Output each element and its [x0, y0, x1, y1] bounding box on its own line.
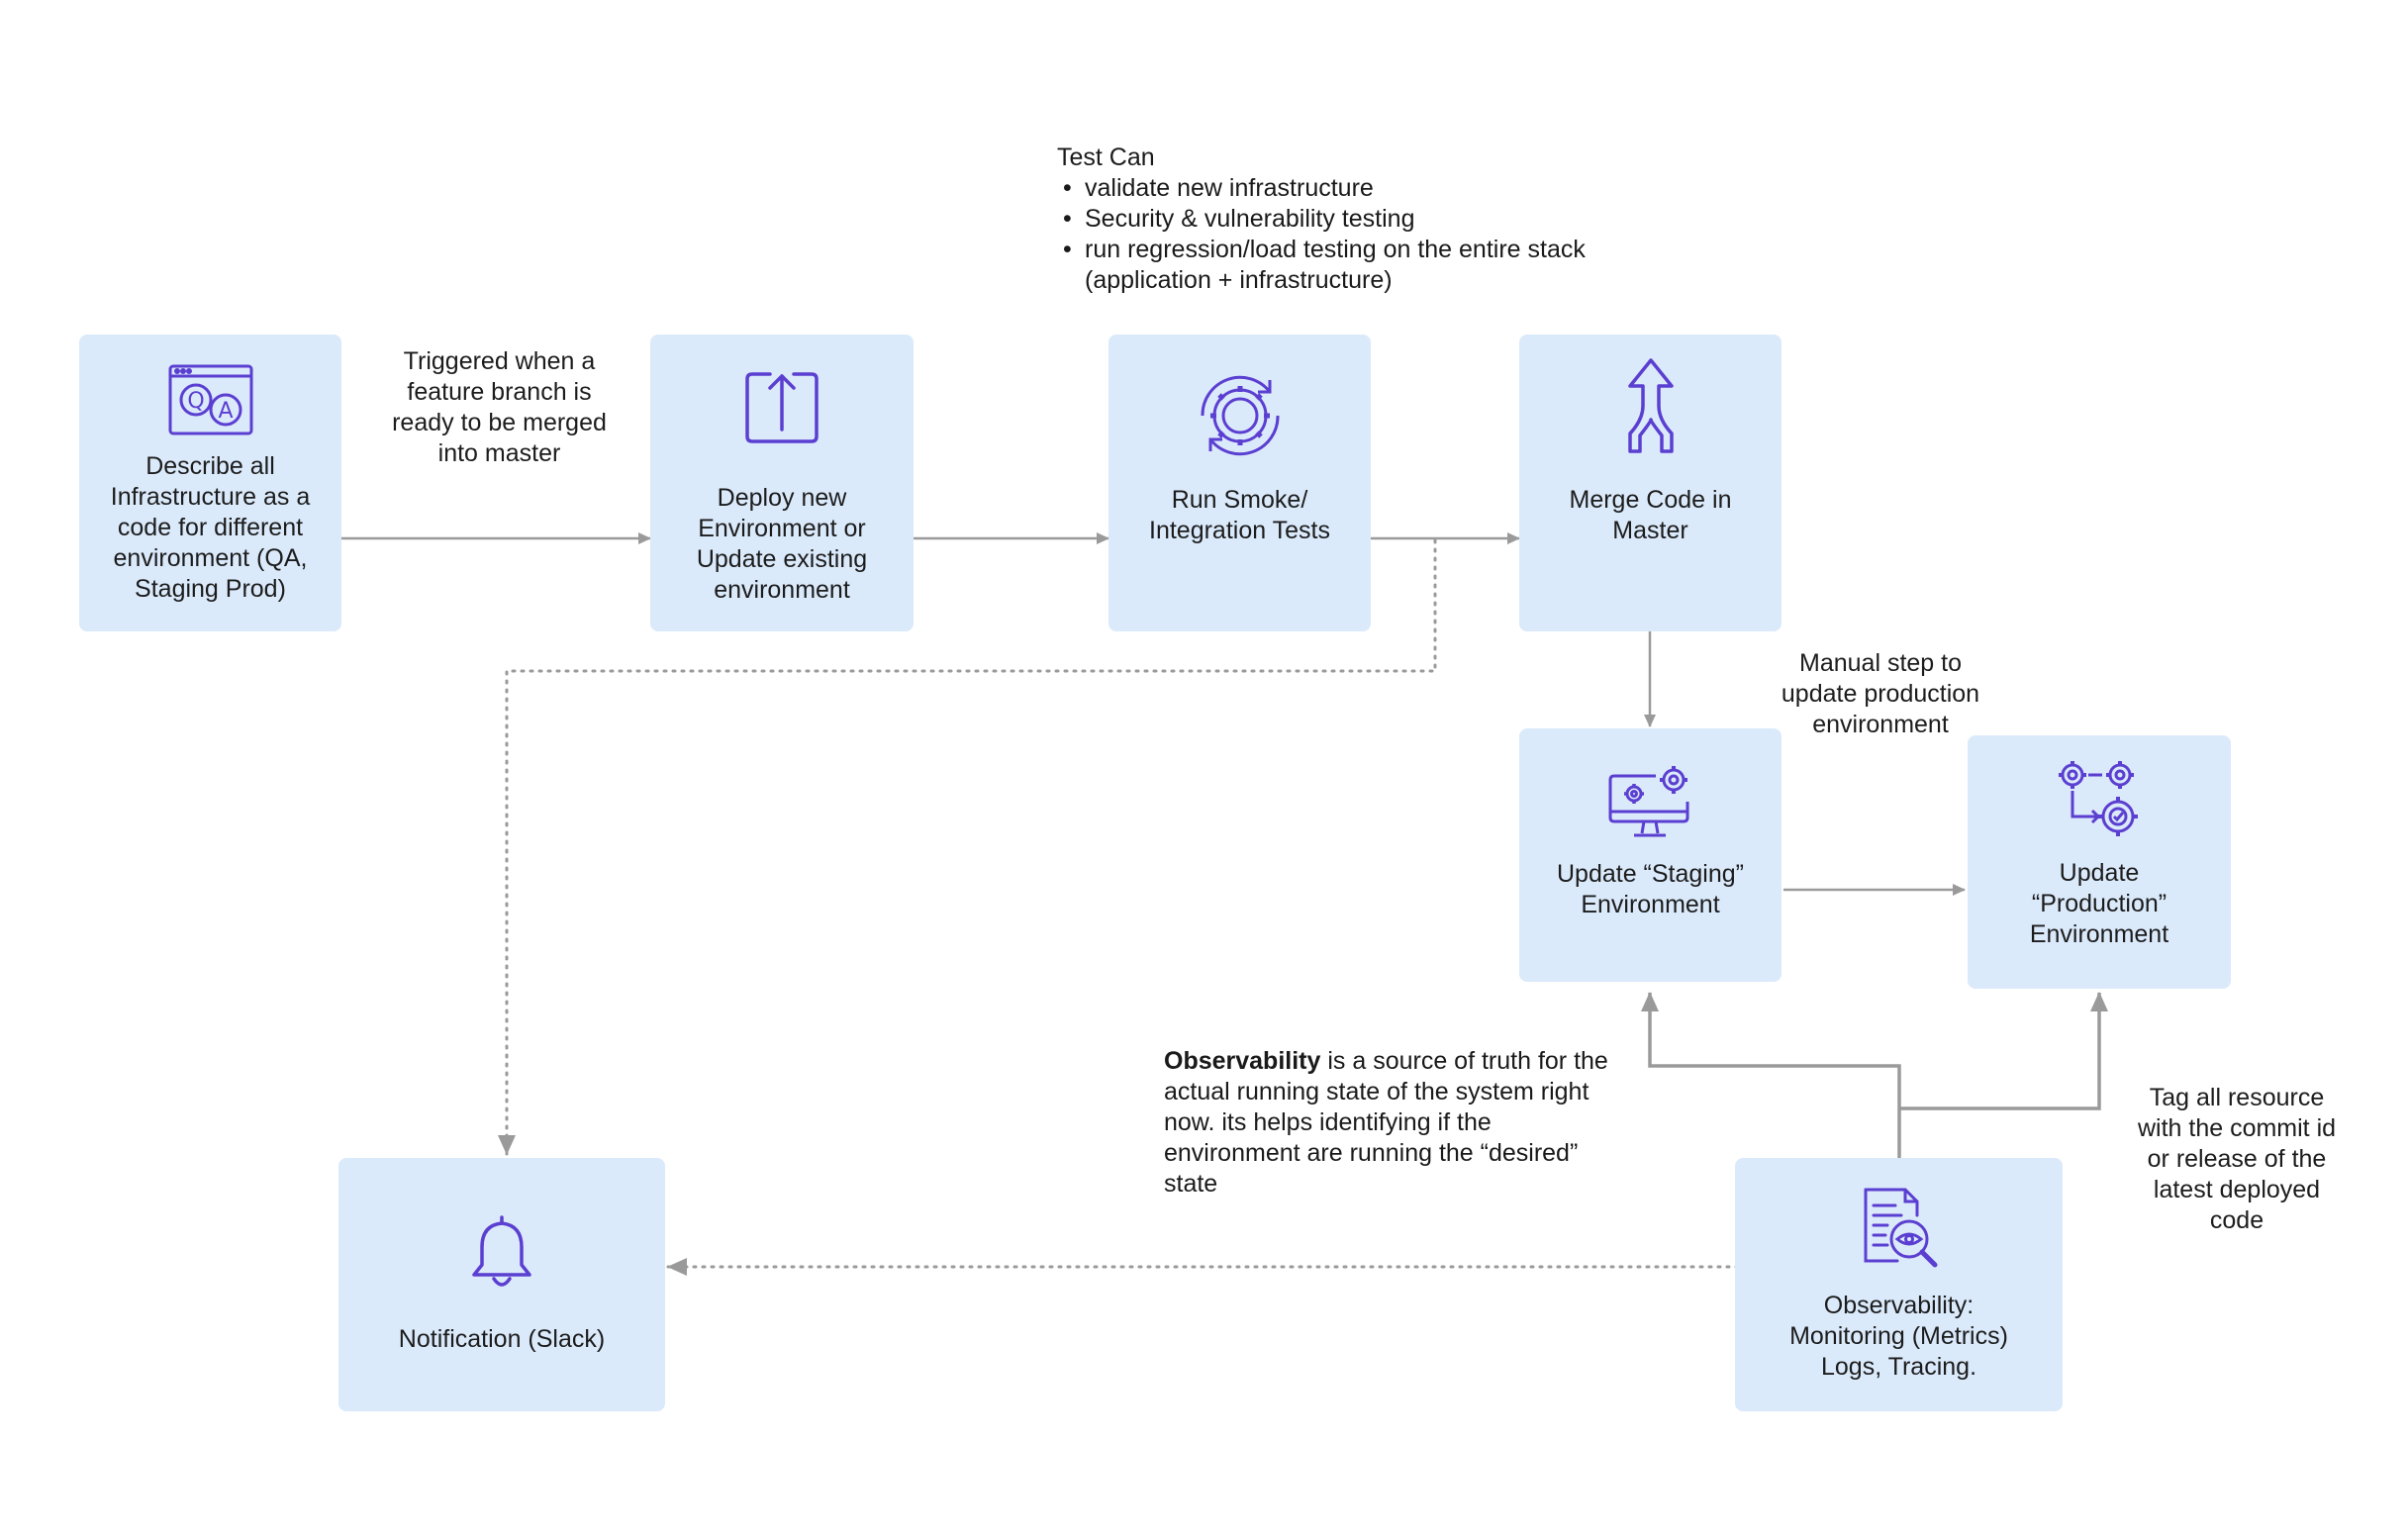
document-eye-icon: [1864, 1188, 1937, 1268]
qa-window-icon: Q A: [168, 364, 252, 435]
node-label: Merge Code in Master: [1569, 486, 1732, 544]
node-label: Update “Staging” Environment: [1556, 860, 1744, 918]
node-label: Deploy new Environment or Update existin…: [696, 484, 868, 604]
upload-box-icon: [745, 372, 819, 443]
annotation-observability: Observability is a source of truth for t…: [1164, 1046, 1629, 1200]
node-run-tests[interactable]: Run Smoke/ Integration Tests: [1108, 335, 1371, 631]
node-observability[interactable]: Observability: Monitoring (Metrics) Logs…: [1735, 1158, 2063, 1411]
node-label: Update “Production” Environment: [2029, 859, 2169, 948]
bell-icon: [472, 1215, 531, 1287]
annotation-tests-item: validate new infrastructure: [1061, 173, 1586, 204]
monitor-gears-icon: [1608, 766, 1688, 837]
arrow-observability-to-production: [1899, 992, 2108, 1110]
svg-text:Q: Q: [187, 389, 204, 414]
arrow-observability-to-staging: [1641, 992, 1901, 1158]
gears-check-icon: [2059, 761, 2138, 836]
node-label: Describe all Infrastructure as a code fo…: [110, 452, 311, 603]
node-deploy-environment[interactable]: Deploy new Environment or Update existin…: [650, 335, 914, 631]
node-update-production[interactable]: Update “Production” Environment: [1968, 735, 2231, 989]
merge-arrow-icon: [1627, 358, 1674, 453]
annotation-tests-item: run regression/load testing on the entir…: [1061, 235, 1586, 296]
node-describe-infrastructure[interactable]: Q A Describe all Infrastructure as a cod…: [79, 335, 341, 631]
node-label: Run Smoke/ Integration Tests: [1149, 486, 1330, 544]
svg-text:A: A: [218, 399, 233, 424]
gear-refresh-icon: [1200, 375, 1280, 456]
annotation-manual-step: Manual step to update production environ…: [1781, 649, 1980, 738]
node-notification[interactable]: Notification (Slack): [338, 1158, 665, 1411]
node-merge-code[interactable]: Merge Code in Master: [1519, 335, 1782, 631]
node-label: Observability: Monitoring (Metrics) Logs…: [1789, 1292, 2008, 1381]
node-update-staging[interactable]: Update “Staging” Environment: [1519, 728, 1782, 982]
annotation-tests-item: Security & vulnerability testing: [1061, 204, 1586, 235]
annotation-observability-text: is a source of truth for the actual runn…: [1164, 1047, 1608, 1198]
annotation-tag-resources: Tag all resource with the commit id or r…: [2137, 1084, 2337, 1234]
annotation-tests-heading: Test Can: [1057, 144, 1155, 171]
annotation-trigger: Triggered when a feature branch is ready…: [392, 347, 607, 467]
annotation-tests-list: validate new infrastructure Security & v…: [1061, 173, 1586, 296]
dotted-arrow-tests-to-notification: [498, 538, 1437, 1156]
node-label: Notification (Slack): [398, 1325, 606, 1353]
annotation-observability-bold: Observability: [1164, 1047, 1321, 1075]
